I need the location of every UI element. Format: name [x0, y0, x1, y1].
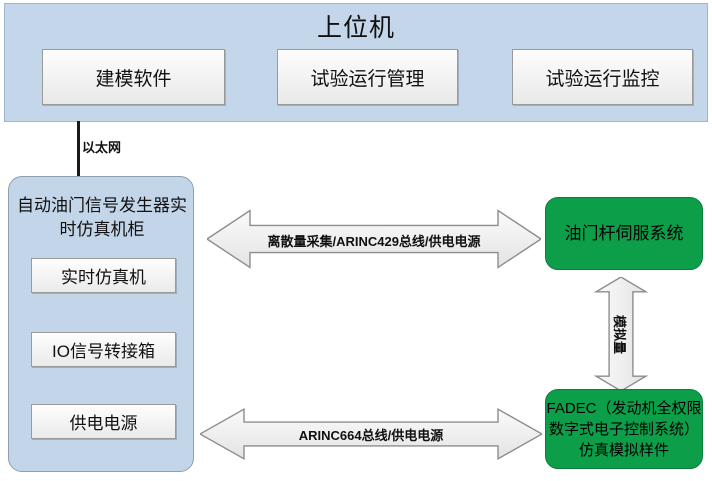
- cabinet-box-io-signal-junction[interactable]: IO信号转接箱: [31, 332, 176, 367]
- target-throttle-servo-system[interactable]: 油门杆伺服系统: [545, 197, 703, 270]
- connection-arrow-vertical-label: 模拟量: [594, 277, 648, 391]
- cabinet-box-realtime-simulator[interactable]: 实时仿真机: [31, 258, 176, 293]
- host-computer-panel: 上位机 建模软件 试验运行管理 试验运行监控: [4, 3, 708, 122]
- simulation-cabinet-panel: 自动油门信号发生器实时仿真机柜 实时仿真机 IO信号转接箱 供电电源: [8, 176, 194, 472]
- connection-arrow-vertical-text: 模拟量: [612, 314, 628, 354]
- host-box-test-run-management[interactable]: 试验运行管理: [277, 49, 458, 105]
- host-box-modeling-software[interactable]: 建模软件: [42, 49, 225, 105]
- connection-arrow-bottom-label: ARINC664总线/供电电源: [298, 428, 444, 443]
- host-panel-title: 上位机: [316, 14, 395, 42]
- target-fadec-simulation-prototype[interactable]: FADEC（发动机全权限数字式电子控制系统）仿真模拟样件: [545, 389, 703, 469]
- connection-arrow-top-label: 离散量采集/ARINC429总线/供电电源: [267, 234, 481, 249]
- cabinet-title: 自动油门信号发生器实时仿真机柜: [17, 196, 187, 239]
- ethernet-connector-line: [77, 121, 80, 177]
- ethernet-label: 以太网: [82, 140, 122, 155]
- host-box-test-run-monitoring[interactable]: 试验运行监控: [512, 49, 693, 105]
- cabinet-box-power-supply[interactable]: 供电电源: [31, 404, 176, 439]
